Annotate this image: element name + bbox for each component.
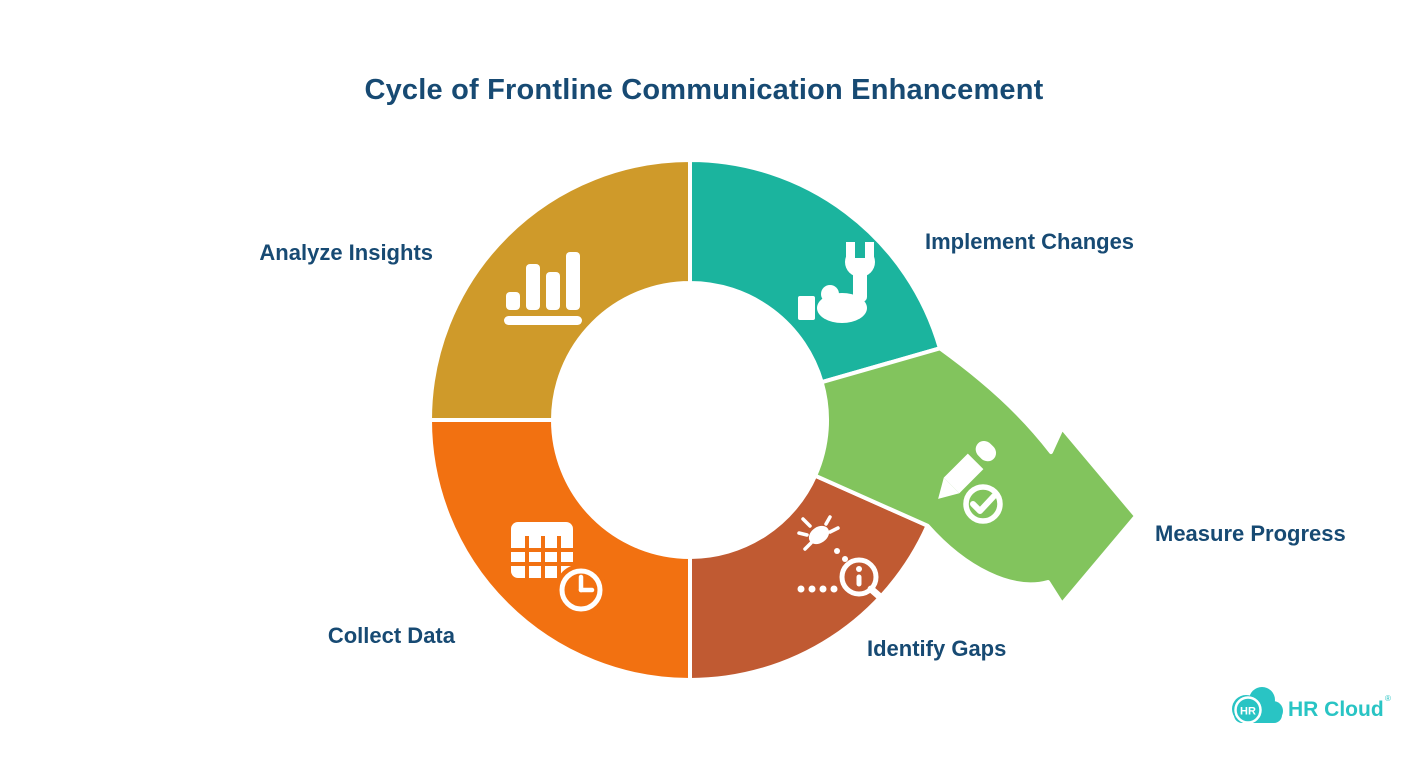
calendar-clock-icon [511, 522, 607, 616]
hand-wrench-icon [798, 240, 875, 323]
label-identify-gaps: Identify Gaps [867, 636, 1007, 661]
page-title: Cycle of Frontline Communication Enhance… [364, 74, 1044, 106]
segment-implement-changes [688, 158, 942, 385]
label-collect-data: Collect Data [327, 623, 455, 648]
logo-registered-mark: ® [1385, 694, 1391, 703]
label-implement-changes: Implement Changes [925, 229, 1135, 254]
logo-badge-text: HR [1240, 706, 1256, 718]
bar-chart-icon [504, 252, 582, 325]
hr-cloud-logo: HR HR Cloud ® [1232, 687, 1391, 724]
bug-search-icon [797, 515, 891, 607]
cloud-icon: HR [1232, 687, 1283, 724]
label-analyze-insights: Analyze Insights [259, 240, 433, 265]
label-measure-progress: Measure Progress [1155, 521, 1346, 546]
pen-check-icon [938, 440, 1006, 527]
logo-name-text: HR Cloud [1288, 698, 1384, 721]
